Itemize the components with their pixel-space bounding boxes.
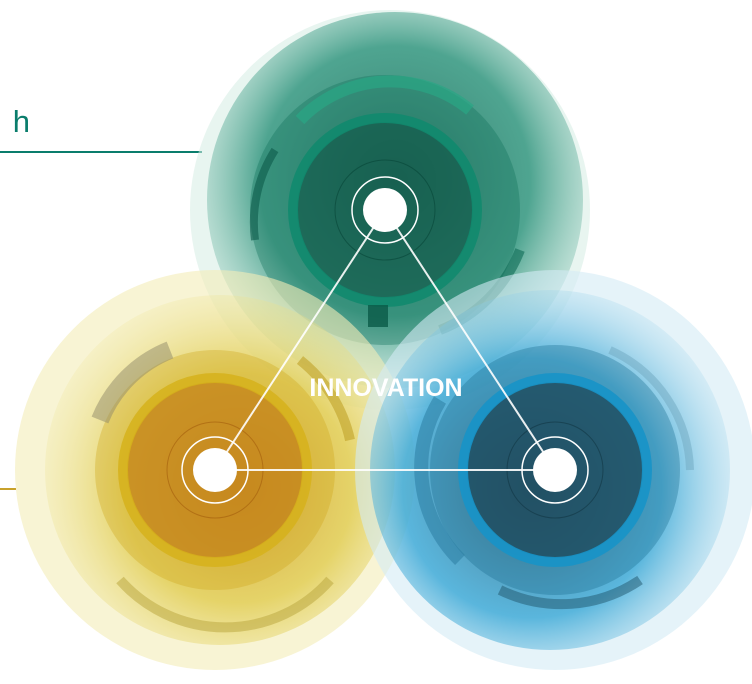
node-top [351,176,419,244]
gold-divider-line [0,488,16,490]
node-right [521,436,589,504]
connector-triangle [214,209,556,471]
center-label: INNOVATION [309,374,462,402]
cropped-heading-letter: h [12,104,30,139]
green-divider-line [0,151,202,153]
node-left [181,436,249,504]
